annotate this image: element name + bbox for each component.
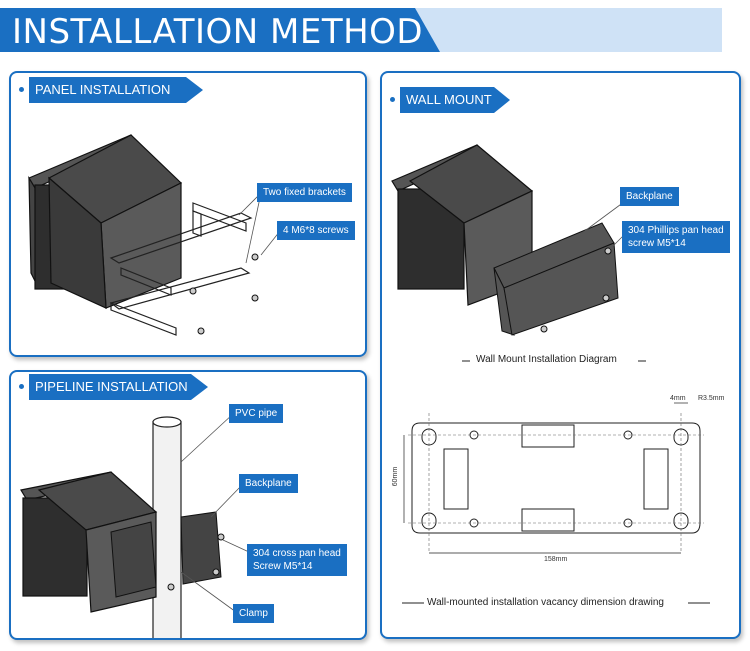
section-tag-panel: PANEL INSTALLATION	[11, 77, 211, 103]
drawing-caption: Wall-mounted installation vacancy dimens…	[427, 597, 664, 608]
pipeline-installation-section: PIPELINE INSTALLATION PVC pipe Backplan	[9, 370, 367, 640]
section-title: PIPELINE INSTALLATION	[35, 379, 188, 394]
callout-brackets: Two fixed brackets	[257, 183, 352, 202]
callout-screw-line1: 304 cross pan head	[253, 548, 341, 559]
bullet-icon	[19, 384, 24, 389]
callout-screw: 304 Phillips pan head screw M5*14	[622, 221, 730, 253]
pipeline-installation-drawing	[20, 413, 250, 638]
callout-screw: 304 cross pan head Screw M5*14	[247, 544, 347, 576]
diagram-caption: Wall Mount Installation Diagram	[476, 354, 617, 365]
section-tag-wall-mount: WALL MOUNT	[382, 87, 522, 113]
callout-backplane: Backplane	[239, 474, 298, 493]
dim-height: 60mm	[392, 466, 400, 487]
callout-pvc-pipe: PVC pipe	[229, 404, 284, 423]
dim-radius: R3.5mm	[698, 395, 725, 402]
callout-clamp: Clamp	[233, 604, 274, 623]
dim-width: 158mm	[544, 556, 568, 563]
section-title: PANEL INSTALLATION	[35, 82, 171, 97]
section-title: WALL MOUNT	[406, 92, 492, 107]
panel-installation-drawing	[28, 134, 281, 336]
dim-hole-gap: 4mm	[670, 395, 686, 402]
banner-background	[0, 8, 722, 52]
header-banner: INSTALLATION METHOD	[0, 8, 722, 52]
bullet-icon	[390, 97, 395, 102]
callout-screws: 4 M6*8 screws	[277, 221, 355, 240]
section-tag-pipeline: PIPELINE INSTALLATION	[11, 374, 221, 400]
callout-backplane: Backplane	[620, 187, 679, 206]
bullet-icon	[19, 87, 24, 92]
wall-mount-drawing	[391, 144, 710, 604]
panel-installation-section: PANEL INSTALLATION Two fixed b	[9, 71, 367, 357]
callout-screw-line2: screw M5*14	[628, 238, 686, 249]
callout-screw-line2: Screw M5*14	[253, 561, 313, 572]
wall-mount-section: WALL MOUNT	[380, 71, 741, 639]
callout-screw-line1: 304 Phillips pan head	[628, 225, 724, 236]
page-title: INSTALLATION METHOD	[12, 12, 424, 52]
